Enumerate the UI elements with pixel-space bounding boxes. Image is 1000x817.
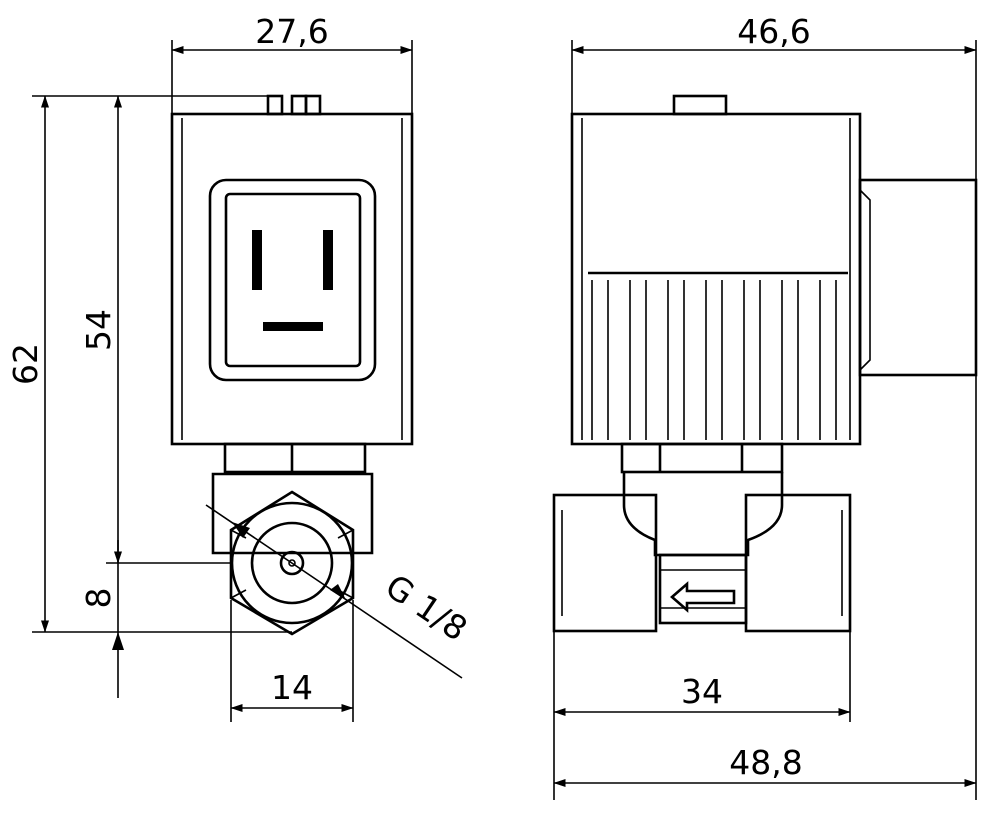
dimension-lines bbox=[41, 46, 977, 787]
dim-label-hex-width: 14 bbox=[271, 668, 313, 707]
front-view bbox=[170, 94, 414, 636]
front-neck bbox=[223, 442, 367, 474]
dim-label-total-height: 62 bbox=[6, 343, 45, 385]
dim-label-thread-spec: G 1/8 bbox=[379, 566, 475, 648]
extension-lines bbox=[32, 40, 977, 800]
dim-label-total-length: 48,8 bbox=[729, 743, 802, 782]
left-fitting bbox=[552, 493, 658, 633]
dimension-labels: 27,6 46,6 62 54 8 14 G 1/8 34 48,8 bbox=[6, 12, 811, 782]
cooling-fins bbox=[588, 271, 848, 440]
dim-label-side-width: 46,6 bbox=[737, 12, 810, 51]
dim-label-front-width: 27,6 bbox=[255, 12, 328, 51]
side-valve-body bbox=[552, 472, 852, 633]
connector-plug bbox=[858, 178, 978, 377]
side-view bbox=[552, 94, 978, 633]
socket-pin-right bbox=[323, 230, 333, 290]
front-terminal-lugs bbox=[266, 94, 322, 116]
side-coil-body bbox=[570, 112, 862, 446]
connector-socket bbox=[208, 178, 377, 382]
dim-label-inner-length: 34 bbox=[681, 672, 723, 711]
side-top-lug bbox=[672, 94, 728, 116]
socket-pin-left bbox=[252, 230, 262, 290]
front-valve-body bbox=[211, 472, 374, 555]
dim-label-height-to-axis: 54 bbox=[79, 309, 118, 351]
flow-direction-arrow-icon bbox=[670, 581, 736, 613]
port-circles bbox=[230, 501, 354, 625]
socket-pin-earth bbox=[263, 322, 323, 331]
dim-label-axis-height: 8 bbox=[79, 588, 118, 609]
right-fitting bbox=[744, 493, 852, 633]
side-neck bbox=[620, 442, 784, 474]
